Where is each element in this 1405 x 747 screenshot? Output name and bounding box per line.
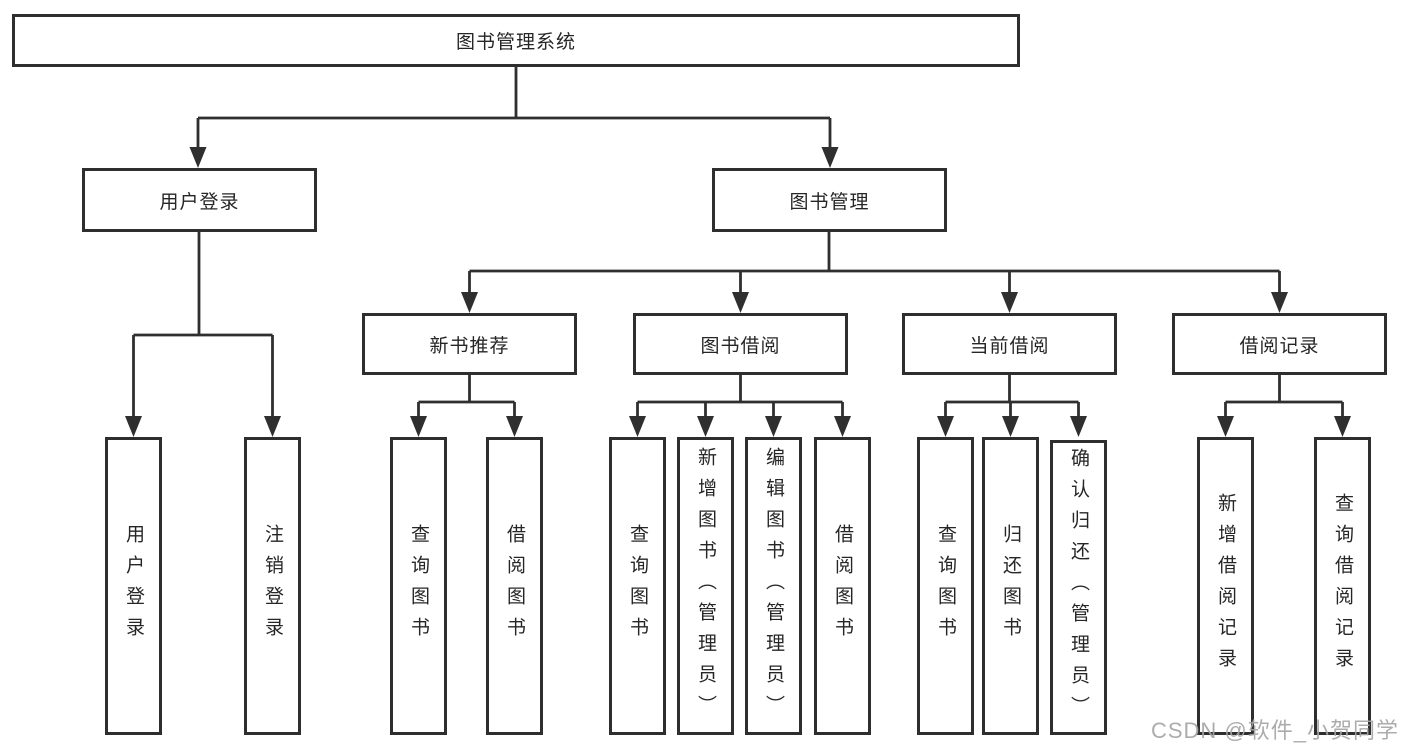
leaf-confirm-return-admin: 确认归还（管理员） [1050,440,1107,735]
node-label: 查询借阅记录 [1332,493,1353,679]
node-label: 图书借阅 [700,335,781,357]
node-label: 注销登录 [262,524,283,648]
node-new-book-recommend: 新书推荐 [362,313,577,375]
node-label: 新增借阅记录 [1215,493,1236,679]
node-borrow-records: 借阅记录 [1172,313,1387,375]
leaf-add-borrow-record: 新增借阅记录 [1197,437,1254,735]
leaf-query-books-borrow: 查询图书 [609,437,666,735]
node-user-login: 用户登录 [82,168,317,232]
leaf-query-books-current: 查询图书 [917,437,974,735]
leaf-edit-book-admin: 编辑图书（管理员） [745,437,802,735]
leaf-logout: 注销登录 [244,437,301,735]
node-label: 新书推荐 [429,335,510,357]
leaf-borrow-books-recommend: 借阅图书 [486,437,543,735]
leaf-user-login: 用户登录 [105,437,162,735]
leaf-return-book: 归还图书 [982,437,1039,735]
node-label: 查询图书 [408,524,429,648]
leaf-query-books-recommend: 查询图书 [390,437,447,735]
node-label: 借阅记录 [1239,335,1320,357]
node-label: 查询图书 [627,524,648,648]
leaf-query-borrow-record: 查询借阅记录 [1314,437,1371,735]
node-current-borrow: 当前借阅 [902,313,1117,375]
leaf-add-book-admin: 新增图书（管理员） [677,437,734,735]
node-label: 借阅图书 [504,524,525,648]
node-label: 用户登录 [123,524,144,648]
node-label: 图书管理系统 [455,32,576,53]
node-book-borrow: 图书借阅 [633,313,848,375]
csdn-watermark: CSDN @软件_小贺同学 [1150,718,1399,743]
node-label: 查询图书 [935,524,956,648]
node-root-library-system: 图书管理系统 [12,14,1020,67]
node-book-management: 图书管理 [712,168,947,232]
node-label: 当前借阅 [969,335,1050,357]
node-label: 归还图书 [1000,524,1021,648]
node-label: 新增图书（管理员） [695,446,716,726]
node-label: 借阅图书 [832,524,853,648]
leaf-borrow-books: 借阅图书 [814,437,871,735]
node-label: 图书管理 [789,191,870,213]
node-label: 用户登录 [159,191,240,213]
node-label: 确认归还（管理员） [1068,448,1089,727]
node-label: 编辑图书（管理员） [763,446,784,726]
